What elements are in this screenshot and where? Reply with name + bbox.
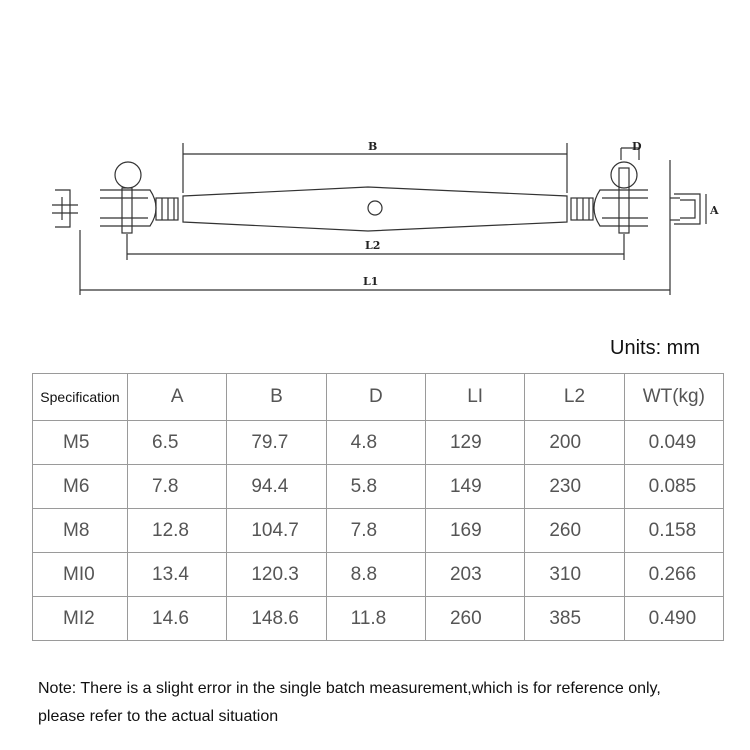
units-label: Units: mm (610, 337, 700, 359)
note-line-1: Note: There is a slight error in the sin… (38, 680, 661, 697)
dimension-l1: L1 (79, 160, 671, 295)
turnbuckle-body (182, 186, 568, 232)
cell-spec: M8 (32, 508, 128, 553)
cell-weight: 0.085 (623, 464, 725, 509)
header-specification: Specification (32, 373, 128, 421)
label-d: D (632, 140, 642, 153)
cell-d: 11.8 (325, 596, 426, 641)
label-l2: L2 (365, 239, 380, 252)
left-fork (100, 161, 179, 234)
left-end-view (52, 189, 78, 228)
table-row: MI2 14.6 148.6 11.8 260 385 0.490 (32, 596, 725, 641)
cell-l2: 230 (524, 464, 625, 509)
cell-b: 120.3 (226, 552, 327, 597)
table-row: M8 12.8 104.7 7.8 169 260 0.158 (32, 508, 725, 553)
cell-l2: 310 (524, 552, 625, 597)
table-row: MI0 13.4 120.3 8.8 203 310 0.266 (32, 552, 725, 597)
cell-spec: MI0 (32, 552, 128, 597)
cell-weight: 0.266 (623, 552, 725, 597)
cell-b: 104.7 (226, 508, 327, 553)
cell-spec: M6 (32, 464, 128, 509)
cell-l1: 203 (424, 552, 526, 597)
label-a: A (709, 204, 719, 217)
cell-a: 12.8 (126, 508, 228, 553)
header-l2: L2 (524, 373, 625, 421)
table-row: M5 6.5 79.7 4.8 129 200 0.049 (32, 420, 725, 465)
label-l1: L1 (363, 275, 378, 288)
cell-d: 8.8 (325, 552, 426, 597)
reference-note: Note: There is a slight error in the sin… (38, 675, 738, 731)
cell-d: 4.8 (325, 420, 426, 465)
header-d: D (325, 373, 426, 421)
right-end-view: A (670, 193, 719, 225)
cell-a: 7.8 (126, 464, 228, 509)
cell-l1: 260 (424, 596, 526, 641)
header-weight: WT(kg) (623, 373, 725, 421)
cell-weight: 0.049 (623, 420, 725, 465)
cell-weight: 0.158 (623, 508, 725, 553)
note-line-2: please refer to the actual situation (38, 708, 279, 725)
cell-l1: 129 (424, 420, 526, 465)
cell-l2: 200 (524, 420, 625, 465)
cell-d: 7.8 (325, 508, 426, 553)
header-b: B (226, 373, 327, 421)
cell-l2: 260 (524, 508, 625, 553)
cell-l1: 149 (424, 464, 526, 509)
cell-b: 79.7 (226, 420, 327, 465)
turnbuckle-diagram: B D (0, 0, 750, 330)
cell-weight: 0.490 (623, 596, 725, 641)
dimension-l2: L2 (126, 234, 625, 260)
right-fork (570, 161, 648, 234)
cell-l2: 385 (524, 596, 625, 641)
cell-a: 13.4 (126, 552, 228, 597)
cell-a: 14.6 (126, 596, 228, 641)
table-header-row: Specification A B D LI L2 WT(kg) (32, 373, 725, 421)
table-row: M6 7.8 94.4 5.8 149 230 0.085 (32, 464, 725, 509)
cell-a: 6.5 (126, 420, 228, 465)
cell-b: 94.4 (226, 464, 327, 509)
header-a: A (126, 373, 228, 421)
cell-d: 5.8 (325, 464, 426, 509)
cell-spec: MI2 (32, 596, 128, 641)
cell-b: 148.6 (226, 596, 327, 641)
cell-spec: M5 (32, 420, 128, 465)
dimension-b: B (182, 140, 568, 193)
specification-table: Specification A B D LI L2 WT(kg) M5 6.5 … (32, 373, 725, 641)
dimension-d: D (620, 140, 642, 160)
label-b: B (368, 140, 377, 153)
cell-l1: 169 (424, 508, 526, 553)
header-l1: LI (424, 373, 526, 421)
